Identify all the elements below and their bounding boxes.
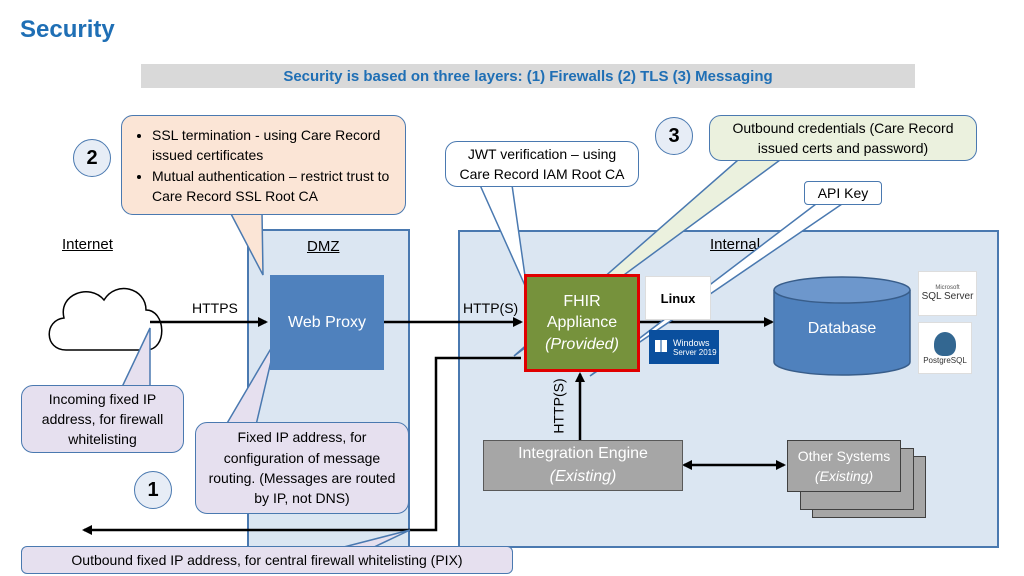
fhir-appliance: FHIR Appliance (Provided) [524, 274, 640, 372]
windows-logo-mark [655, 340, 667, 352]
other-systems: Other Systems (Existing) [787, 440, 901, 492]
web-proxy: Web Proxy [270, 275, 384, 370]
cloud-icon [48, 287, 163, 351]
windows-logo-line-2: Server 2019 [673, 347, 717, 357]
fixed-ip-callout: Fixed IP address, for configuration of m… [195, 422, 409, 514]
engine-sub-label: (Existing) [549, 467, 617, 485]
sql-server-logo-line-2: SQL Server [921, 291, 974, 302]
windows-server-logo: Windows Server 2019 [649, 330, 719, 364]
jwt-callout: JWT verification – using Care Record IAM… [445, 141, 639, 187]
http-s-vertical-label: HTTP(S) [550, 378, 567, 434]
fixedip-callout-pointer [224, 339, 277, 426]
linux-logo: Linux [645, 276, 711, 320]
linux-logo-text: Linux [660, 290, 696, 306]
windows-logo-line-1: Windows [673, 337, 710, 348]
sql-server-logo: Microsoft SQL Server [918, 271, 977, 316]
jwt-callout-pointer [478, 184, 528, 291]
page-title: Security [20, 16, 115, 43]
marker-one: 1 [134, 471, 172, 509]
apikey-callout: API Key [804, 181, 882, 205]
internal-label: Internal [710, 236, 761, 253]
incoming-ip-callout: Incoming fixed IP address, for firewall … [21, 385, 184, 453]
postgresql-logo-text: PostgreSQL [923, 355, 967, 365]
ssl-callout-pointer [228, 211, 264, 276]
ssl-callout-item: Mutual authentication – restrict trust t… [152, 166, 395, 207]
marker-three: 3 [655, 117, 693, 155]
sql-server-logo-line-1: Microsoft [935, 285, 960, 291]
marker-two: 2 [73, 139, 111, 177]
internet-label: Internet [62, 236, 113, 253]
http-s-label: HTTP(S) [463, 300, 519, 316]
banner: Security is based on three layers: (1) F… [141, 64, 915, 88]
outbound-path [82, 356, 521, 535]
integration-engine: Integration Engine (Existing) [483, 440, 683, 491]
credentials-callout: Outbound credentials (Care Record issued… [709, 115, 977, 161]
ssl-callout-item: SSL termination - using Care Record issu… [152, 125, 395, 166]
outbound-ip-callout: Outbound fixed IP address, for central f… [21, 546, 513, 574]
other-systems-sub-label: (Existing) [814, 468, 874, 484]
database-label: Database [807, 320, 877, 337]
postgres-elephant-icon [934, 331, 956, 356]
ssl-callout: SSL termination - using Care Record issu… [121, 115, 406, 215]
postgresql-logo: PostgreSQL [918, 322, 972, 374]
other-systems-label: Other Systems [797, 447, 891, 464]
fhir-line-3: (Provided) [545, 335, 619, 353]
https-label: HTTPS [192, 300, 238, 316]
fhir-line-2: Appliance [546, 314, 618, 332]
dmz-label: DMZ [307, 238, 340, 255]
engine-label: Integration Engine [518, 445, 648, 463]
fhir-line-1: FHIR [563, 292, 601, 310]
